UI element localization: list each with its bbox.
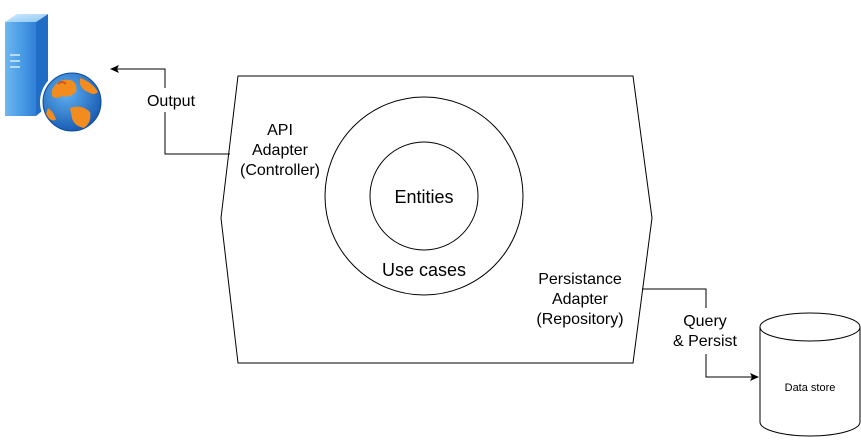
output-label: Output [147, 93, 196, 110]
svg-text:(Controller): (Controller) [240, 162, 320, 179]
use-cases-label: Use cases [382, 260, 466, 280]
entities-circle [369, 141, 479, 251]
svg-text:& Persist: & Persist [673, 333, 738, 350]
svg-text:Adapter: Adapter [252, 142, 309, 159]
web-server-globe-icon [5, 14, 104, 134]
database-cylinder-icon [759, 312, 861, 437]
api-adapter-label: API Adapter (Controller) [240, 122, 320, 179]
persistence-adapter-label: Persistance Adapter (Repository) [536, 271, 623, 328]
svg-text:API: API [267, 122, 293, 139]
query-persist-label: Query & Persist [673, 313, 738, 350]
svg-text:Adapter: Adapter [552, 291, 609, 308]
entities-label: Entities [394, 187, 453, 207]
svg-text:(Repository): (Repository) [536, 311, 623, 328]
svg-text:Query: Query [683, 313, 727, 330]
data-store-label: Data store [785, 382, 836, 394]
svg-text:Persistance: Persistance [538, 271, 622, 288]
